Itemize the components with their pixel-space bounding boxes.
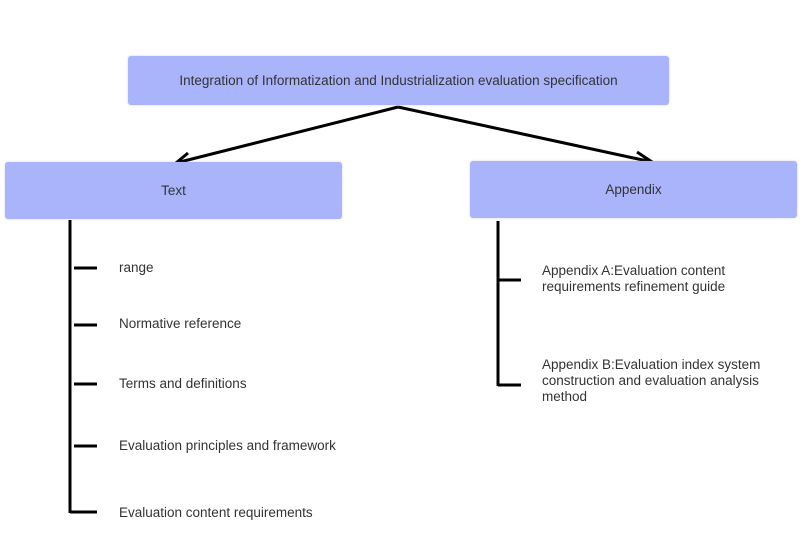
arrow-line-to-appendix bbox=[397, 105, 653, 164]
appendix-item-a: Appendix A:Evaluation content requiremen… bbox=[542, 263, 726, 294]
text-node-label: Text bbox=[161, 183, 186, 198]
text-item-terms-definitions: Terms and definitions bbox=[119, 376, 247, 391]
appendix-item-b: Appendix B:Evaluation index system const… bbox=[542, 357, 761, 404]
arrow-line-to-text bbox=[175, 105, 399, 165]
root-node-label: Integration of Informatization and Indus… bbox=[179, 73, 618, 88]
appendix-node: Appendix bbox=[470, 161, 797, 218]
text-item-range: range bbox=[119, 260, 154, 275]
appendix-node-label: Appendix bbox=[605, 182, 662, 197]
root-node: Integration of Informatization and Indus… bbox=[128, 56, 669, 105]
text-node: Text bbox=[5, 162, 342, 219]
text-item-normative-reference: Normative reference bbox=[119, 316, 242, 331]
text-item-evaluation-content: Evaluation content requirements bbox=[119, 505, 313, 520]
text-item-evaluation-principles: Evaluation principles and framework bbox=[119, 438, 336, 453]
